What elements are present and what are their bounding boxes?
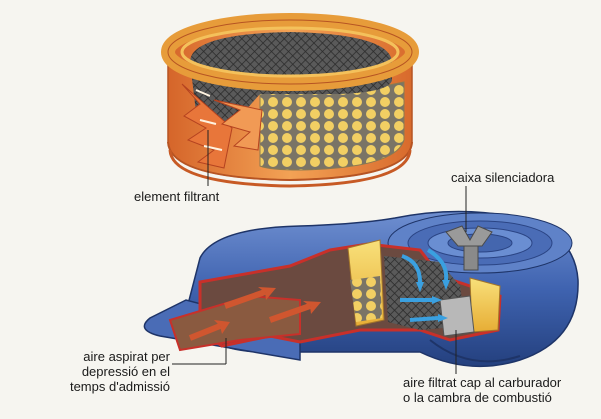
label-element-filtrant: element filtrant — [134, 189, 220, 204]
filtered-air-arrows — [400, 248, 450, 322]
label-line: depressió en el — [81, 364, 170, 379]
intake-arrows — [188, 287, 321, 341]
air-filter-housing — [143, 210, 579, 368]
label-aire-filtrat: aire filtrat cap al carburador o la camb… — [403, 375, 561, 405]
label-line: aire aspirat per — [83, 349, 170, 364]
filter-element — [161, 13, 419, 188]
pleats — [181, 83, 263, 169]
label-line: o la cambra de combustió — [403, 390, 552, 405]
wing-nut-icon — [445, 225, 493, 271]
label-caixa-silenciadora: caixa silenciadora — [451, 170, 555, 185]
label-line: temps d'admissió — [69, 379, 170, 394]
label-line: aire filtrat cap al carburador — [403, 375, 562, 390]
label-aire-aspirat: aire aspirat per depressió en el temps d… — [20, 349, 170, 394]
